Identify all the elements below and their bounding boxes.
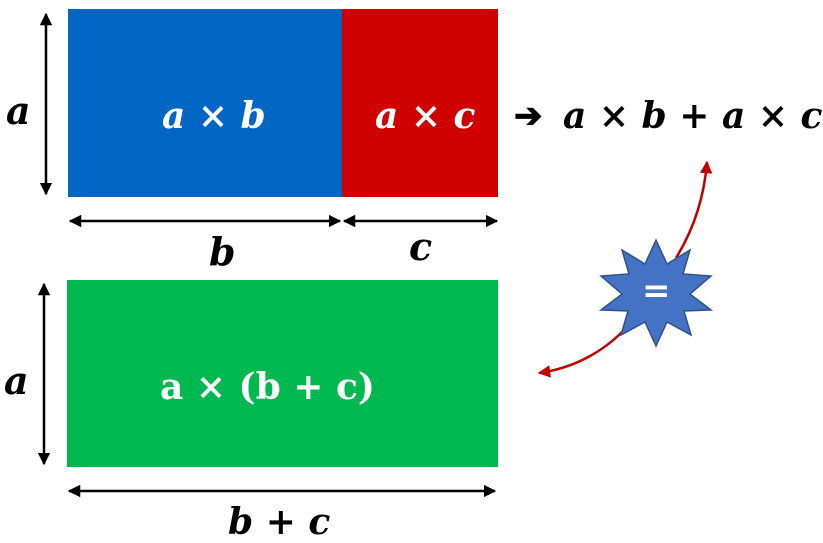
top-width-label-b: b [209, 229, 236, 274]
area-a-times-b [68, 9, 342, 197]
label-a-times-c: a × c [375, 95, 476, 137]
area-a-times-b-plus-c [67, 280, 498, 467]
label-a-times-b-plus-c: a × (b + c) [160, 366, 375, 408]
top-side-label-a: a [6, 88, 31, 133]
area-a-times-c [342, 9, 498, 197]
right-arrow-icon: ➔ [514, 96, 543, 136]
result-expression: a × b + a × c [563, 95, 823, 137]
equals-symbol: = [642, 271, 671, 311]
bottom-width-label: b + c [228, 501, 331, 543]
arc-arrow-down [537, 321, 632, 378]
starburst-icon [598, 238, 714, 348]
label-a-times-b: a × b [162, 95, 266, 137]
bottom-side-label-a: a [4, 358, 29, 403]
top-width-label-c: c [409, 224, 433, 269]
arc-arrow-up [674, 160, 713, 259]
